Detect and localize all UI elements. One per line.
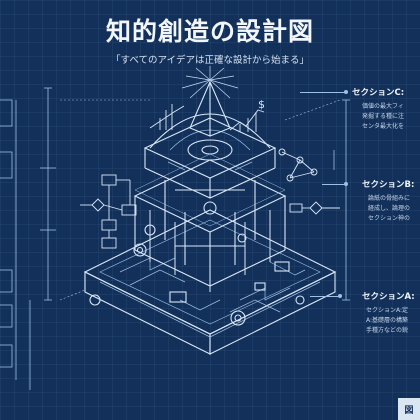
section-b-marker [344,182,348,186]
section-c-leader [300,92,346,93]
left-flowchart [80,174,137,249]
pyramid [181,66,239,137]
section-c-line-1: 価値の最大フィ [362,103,404,110]
dollar-symbol-icon: $ [258,98,265,111]
guide-lines [59,99,341,301]
section-a-title: セクションA: [362,292,415,302]
section-b-line-1: 論紙の骨組みに [368,195,411,202]
page-subtitle: 「すべてのアイデアは正確な設計から始まる」 [111,55,309,66]
section-b-line-3: セクション神の [368,215,411,222]
section-b-leader [322,184,346,185]
section-a-line-1: セクションA:定 [366,307,409,314]
section-b-line-2: 経成し、論理の [368,205,411,212]
section-c-line-2: 発掘する種に注 [362,113,405,120]
right-dimension-marks [333,99,350,301]
bar-chart-left [149,104,185,130]
section-c-marker [344,90,348,94]
section-a-marker [338,294,342,298]
section-a-line-2: A:基礎層の構築 [366,317,409,324]
section-b-title: セクションB: [362,180,415,190]
right-network [278,148,340,215]
section-a-leader [310,296,340,297]
left-side-annotations [0,87,56,390]
section-a-line-3: 手種方などの鋭 [366,327,409,334]
middle-layer [133,153,287,287]
base-layer [83,209,337,355]
figure-label-badge: 図 [398,398,420,420]
section-c-title: セクションC: [352,88,405,98]
section-c-line-3: センタ最大化を [362,123,405,130]
growth-chart [229,109,265,132]
page-title: 知的創造の設計図 [105,17,314,46]
